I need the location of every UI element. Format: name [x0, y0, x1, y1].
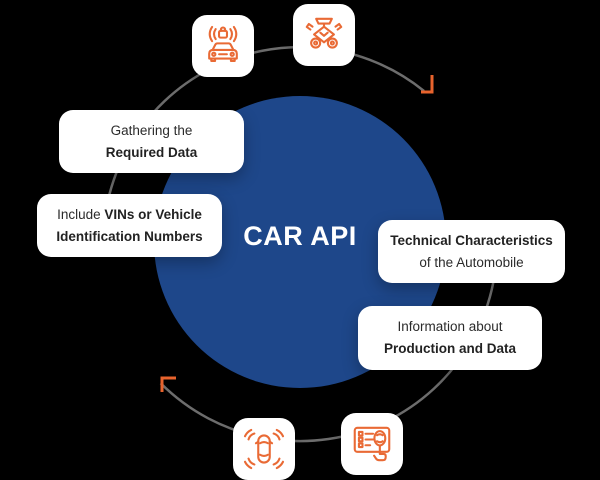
vehicle-inspection-icon [353, 426, 391, 462]
flow-arrow-top-right-icon [421, 75, 434, 94]
flow-arrow-bottom-left-icon [160, 376, 176, 392]
card-line: Gathering the [110, 122, 193, 138]
card-line: Information about [397, 319, 503, 334]
card-include-vins: Include VINs or Vehicle Identification N… [37, 194, 222, 257]
engine-icon [305, 17, 343, 49]
car-sensors-icon [243, 428, 285, 470]
card-technical-characteristics: Technical Characteristics of the Automob… [378, 220, 565, 283]
icon-tile-engine [293, 4, 355, 66]
card-line-bold: Required Data [105, 144, 198, 160]
car-security-icon [208, 25, 238, 62]
card-line-bold: Identification Numbers [56, 228, 203, 244]
card-line-bold: Production and Data [383, 341, 516, 356]
card-line: of the Automobile [419, 254, 524, 270]
card-line: Include VINs or Vehicle [57, 206, 202, 222]
card-gathering-required-data: Gathering the Required Data [59, 110, 244, 173]
icon-tile-vehicle-inspection [341, 413, 403, 475]
card-production-information: Information about Production and Data [358, 306, 542, 370]
icon-tile-car-sensors [233, 418, 295, 480]
card-line-bold: Technical Characteristics [390, 232, 553, 248]
diagram-title: CAR API [243, 221, 357, 251]
icon-tile-car-security [192, 15, 254, 77]
